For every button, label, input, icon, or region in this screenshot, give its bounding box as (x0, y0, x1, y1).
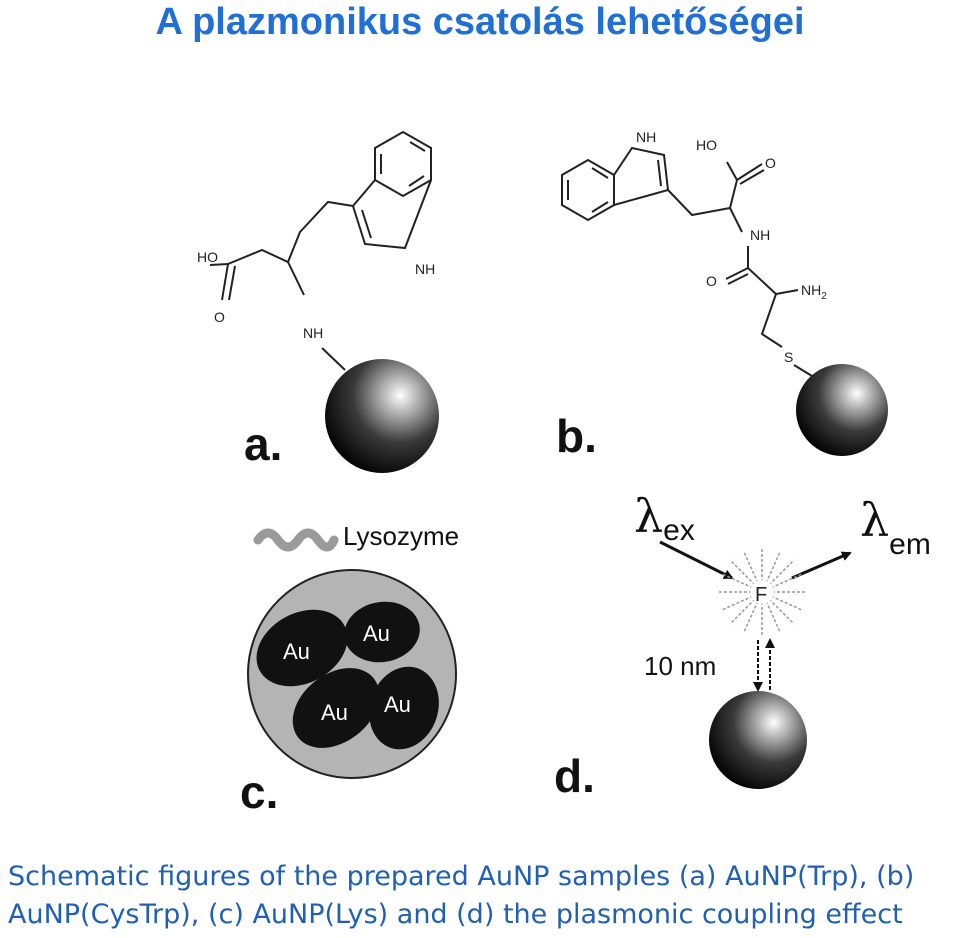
au-label-1: Au (283, 639, 310, 664)
lysozyme-squiggle-icon (253, 528, 339, 552)
caption-line-1: Schematic figures of the prepared AuNP s… (8, 861, 915, 892)
amide-o-label: O (706, 273, 717, 289)
lysozyme-label: Lysozyme (343, 521, 459, 551)
panel-label-a: a. (244, 418, 282, 470)
panel-label-c: c. (240, 766, 278, 818)
gold-particle-2 (344, 601, 420, 663)
pyrrole-ring-b (613, 146, 670, 206)
ring-nh-label: NH (636, 129, 656, 145)
hydroxyl-label: HO (197, 249, 218, 265)
amine-label: NH (303, 325, 323, 341)
amine-label: NH2 (801, 282, 827, 302)
au-label-3: Au (321, 700, 348, 725)
hydroxyl-label: HO (696, 137, 717, 153)
gold-particle-1 (256, 609, 348, 687)
ring-nh-label: NH (415, 261, 435, 277)
benzene-ring-b (561, 158, 615, 222)
gold-cluster (256, 601, 439, 750)
caption-line-2: AuNP(CysTrp), (c) AuNP(Lys) and (d) the … (8, 899, 903, 930)
gold-nanoparticle-d (709, 691, 807, 789)
amide-nh-label: NH (750, 227, 770, 243)
distance-label: 10 nm (644, 651, 716, 681)
panel-a (209, 130, 432, 371)
lambda-em-label: λem (860, 493, 931, 561)
sulfur-label: S (784, 349, 793, 365)
gold-nanoparticle-b (796, 364, 888, 456)
au-label-4: Au (384, 692, 411, 717)
benzene-ring-a (374, 130, 432, 198)
carbonyl-o-label: O (765, 155, 776, 171)
gold-particle-3 (292, 668, 380, 748)
panel-label-b: b. (556, 410, 597, 462)
excitation-arrow (659, 540, 734, 580)
fluorophore-label: F (755, 584, 767, 606)
page-title: A plazmonikus csatolás lehetőségei (155, 1, 805, 43)
gold-particle-4 (369, 666, 439, 750)
pyrrole-ring-a (351, 179, 432, 250)
au-label-2: Au (363, 621, 390, 646)
panel-label-d: d. (554, 750, 595, 802)
lambda-ex-label: λex (634, 489, 695, 547)
figure-caption: Schematic figures of the prepared AuNP s… (8, 858, 960, 934)
panel-b (561, 146, 813, 377)
carbonyl-o-label: O (214, 309, 225, 325)
gold-nanoparticle-a (325, 359, 439, 473)
aunp-schematic-figure: HO O NH NH a. NH HO O NH O NH2 S (197, 129, 931, 818)
emission-arrow (791, 551, 852, 580)
